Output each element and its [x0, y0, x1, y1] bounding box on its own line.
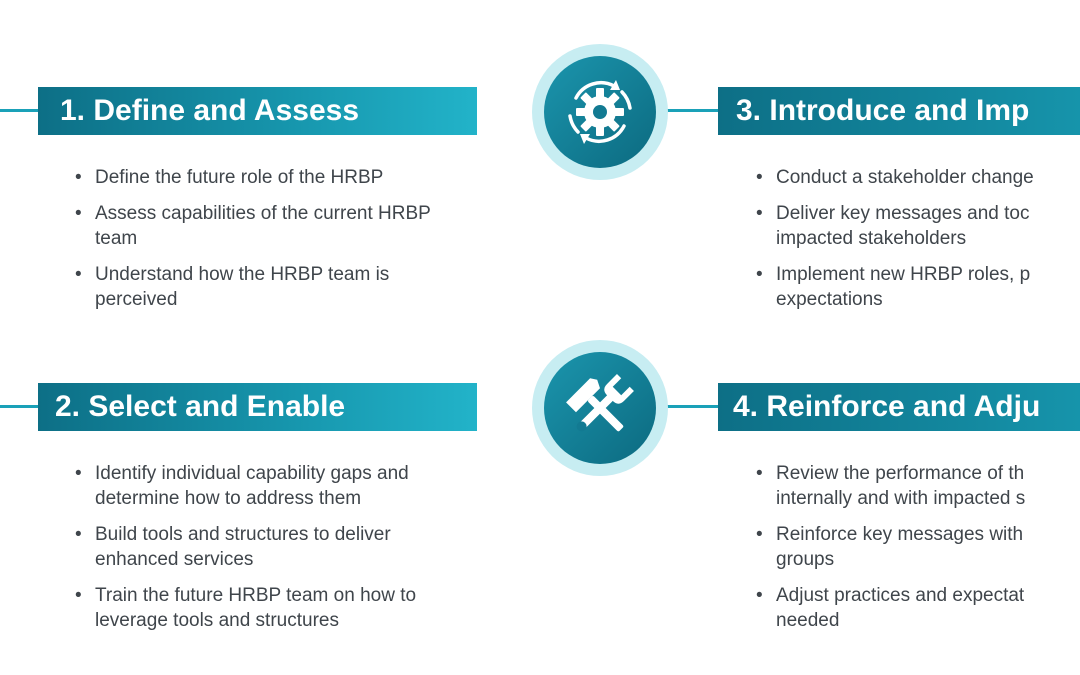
step-2-title: 2. Select and Enable: [55, 390, 346, 423]
step-3-title: 3. Introduce and Imp: [736, 94, 1030, 127]
step-2-banner: 2. Select and Enable: [38, 383, 477, 431]
step-3-bullet: Deliver key messages and toc impacted st…: [756, 201, 1076, 251]
step-3-bullets: Conduct a stakeholder change Deliver key…: [756, 165, 1080, 323]
step-4-bullet: Reinforce key messages with groups: [756, 522, 1076, 572]
left-connector-top: [0, 109, 40, 112]
step-1-bullets: Define the future role of the HRBP Asses…: [75, 165, 470, 323]
gear-cycle-badge: [530, 42, 670, 182]
step-4-bullet: Review the performance of th internally …: [756, 461, 1076, 511]
center-connector-bottom: [655, 405, 720, 408]
step-1-bullet: Define the future role of the HRBP: [75, 165, 470, 190]
left-connector-bottom: [0, 405, 40, 408]
step-4-banner: 4. Reinforce and Adju: [718, 383, 1080, 431]
step-2-bullets: Identify individual capability gaps and …: [75, 461, 470, 644]
step-2-bullet: Identify individual capability gaps and …: [75, 461, 470, 511]
step-1-bullet: Understand how the HRBP team is perceive…: [75, 262, 470, 312]
step-2-bullet: Train the future HRBP team on how to lev…: [75, 583, 475, 633]
step-4-title: 4. Reinforce and Adju: [733, 390, 1041, 423]
step-1-bullet: Assess capabilities of the current HRBP …: [75, 201, 445, 251]
step-3-bullet: Conduct a stakeholder change: [756, 165, 1080, 190]
center-connector-top: [655, 109, 720, 112]
hammer-wrench-icon: [532, 340, 668, 476]
step-1-banner: 1. Define and Assess: [38, 87, 477, 135]
step-4-bullets: Review the performance of th internally …: [756, 461, 1080, 644]
step-3-banner: 3. Introduce and Imp: [718, 87, 1080, 135]
gear-cycle-icon: [532, 44, 668, 180]
step-3-bullet: Implement new HRBP roles, p expectations: [756, 262, 1076, 312]
step-2-bullet: Build tools and structures to deliver en…: [75, 522, 475, 572]
step-1-title: 1. Define and Assess: [60, 94, 360, 127]
step-4-bullet: Adjust practices and expectat needed: [756, 583, 1076, 633]
tools-badge: [530, 338, 670, 478]
